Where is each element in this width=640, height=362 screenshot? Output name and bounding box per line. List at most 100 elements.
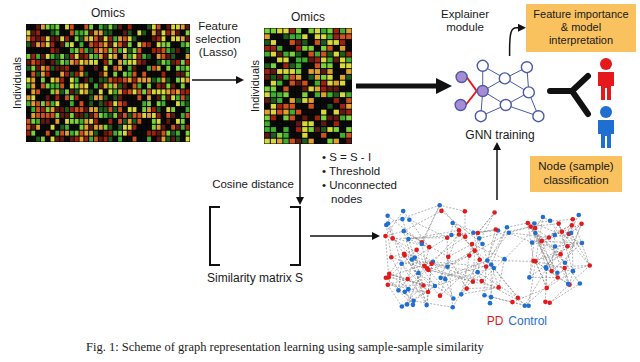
heatmap-cell bbox=[46, 95, 50, 100]
heatmap-cell bbox=[327, 127, 332, 132]
graph-edge bbox=[487, 231, 498, 261]
heatmap-cell bbox=[46, 36, 50, 41]
heatmap-cell bbox=[41, 119, 45, 124]
heatmap-cell bbox=[27, 48, 31, 53]
heatmap-cell bbox=[70, 60, 74, 65]
graph-edge bbox=[393, 238, 433, 261]
graph-edge bbox=[491, 265, 525, 306]
gnn-model: GNN training bbox=[452, 56, 548, 142]
graph-node bbox=[485, 258, 490, 263]
heatmap-cell bbox=[31, 119, 35, 124]
heatmap-cell bbox=[118, 42, 122, 47]
heatmap-cell bbox=[123, 78, 127, 83]
heatmap-cell bbox=[31, 54, 35, 59]
graph-node bbox=[531, 259, 536, 264]
graph-edge bbox=[475, 251, 486, 267]
heatmap-cell bbox=[80, 42, 84, 47]
graph-node bbox=[389, 255, 394, 260]
heatmap-cell bbox=[181, 25, 185, 30]
heatmap-cell bbox=[340, 75, 345, 80]
heatmap-cell bbox=[60, 54, 64, 59]
heatmap-cell bbox=[65, 125, 69, 130]
heatmap-cell bbox=[60, 78, 64, 83]
heatmap-cell bbox=[186, 72, 190, 77]
heatmap-cell bbox=[113, 107, 117, 112]
heatmap-cell bbox=[277, 29, 282, 34]
graph-edge bbox=[484, 267, 486, 296]
heatmap-cell bbox=[309, 75, 314, 80]
heatmap-cell bbox=[89, 36, 93, 41]
heatmap-cell bbox=[340, 81, 345, 86]
heatmap-cell bbox=[137, 48, 141, 53]
graph-edge bbox=[408, 239, 423, 285]
heatmap-cell bbox=[137, 131, 141, 136]
graph-edge bbox=[389, 274, 407, 279]
heatmap-cell bbox=[109, 107, 113, 112]
flow-arrow bbox=[356, 84, 436, 89]
heatmap-cell bbox=[137, 36, 141, 41]
heatmap-cell bbox=[75, 36, 79, 41]
edge-label: Explainer module bbox=[428, 8, 502, 34]
heatmap-cell bbox=[46, 25, 50, 30]
matrix-label: Similarity matrix S bbox=[200, 271, 310, 285]
heatmap-cell bbox=[315, 127, 320, 132]
heatmap-cell bbox=[277, 69, 282, 74]
graph-edge bbox=[432, 264, 482, 281]
heatmap-cell bbox=[166, 119, 170, 124]
heatmap-cell bbox=[265, 121, 270, 126]
heatmap-cell bbox=[334, 58, 339, 63]
graph-edge bbox=[528, 223, 565, 263]
heatmap-cell bbox=[51, 60, 55, 65]
heatmap-cell bbox=[166, 54, 170, 59]
heatmap-cell bbox=[162, 125, 166, 130]
heatmap-cell bbox=[31, 42, 35, 47]
heatmap-cell bbox=[128, 30, 132, 35]
heatmap-cell bbox=[65, 137, 69, 142]
heatmap-cell bbox=[181, 107, 185, 112]
heatmap-cell bbox=[133, 36, 137, 41]
heatmap-cell bbox=[271, 121, 276, 126]
heatmap-cell bbox=[31, 30, 35, 35]
heatmap-cell bbox=[334, 34, 339, 39]
graph-edge bbox=[464, 211, 465, 236]
heatmap-cell bbox=[315, 34, 320, 39]
heatmap-cell bbox=[36, 95, 40, 100]
heatmap-cell bbox=[27, 30, 31, 35]
heatmap-cell bbox=[65, 25, 69, 30]
graph-edge bbox=[531, 227, 552, 272]
heatmap-cell bbox=[271, 63, 276, 68]
graph-edge bbox=[389, 274, 423, 286]
graph-node bbox=[555, 275, 560, 280]
heatmap-cell bbox=[271, 75, 276, 80]
heatmap-cell bbox=[94, 125, 98, 130]
graph-node bbox=[416, 271, 421, 276]
heatmap-cell bbox=[133, 54, 137, 59]
heatmap-cell bbox=[99, 54, 103, 59]
heatmap-cell bbox=[142, 66, 146, 71]
graph-node bbox=[400, 217, 405, 222]
heatmap-cell bbox=[340, 87, 345, 92]
heatmap-cell bbox=[46, 89, 50, 94]
graph-edge bbox=[402, 285, 424, 306]
heatmap-cell bbox=[104, 107, 108, 112]
graph-node bbox=[403, 290, 408, 295]
heatmap-cell bbox=[31, 89, 35, 94]
graph-node bbox=[477, 236, 482, 241]
heatmap-cell bbox=[265, 104, 270, 109]
graph-node bbox=[547, 300, 552, 305]
heatmap-cell bbox=[133, 72, 137, 77]
heatmap-cell bbox=[104, 113, 108, 118]
heatmap-cell bbox=[113, 25, 117, 30]
heatmap-cell bbox=[84, 66, 88, 71]
heatmap-cell bbox=[271, 29, 276, 34]
heatmap-cell bbox=[36, 66, 40, 71]
heatmap-cell bbox=[133, 25, 137, 30]
graph-edge bbox=[402, 286, 435, 306]
heatmap-cell bbox=[36, 131, 40, 136]
heatmap-cell bbox=[290, 110, 295, 115]
graph-edge bbox=[388, 205, 440, 223]
heatmap-cell bbox=[128, 36, 132, 41]
graph-node bbox=[464, 286, 469, 291]
heatmap-cell bbox=[162, 36, 166, 41]
heatmap-cell bbox=[133, 125, 137, 130]
